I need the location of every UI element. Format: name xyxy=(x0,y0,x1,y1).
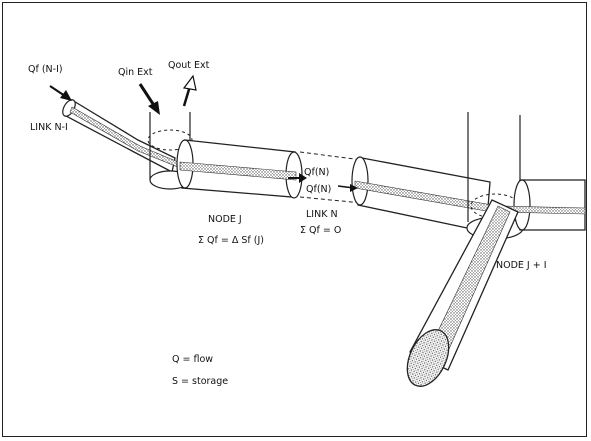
qf-n-minus-1-arrow xyxy=(49,85,72,101)
label-qf-n-left: Qf(N) xyxy=(306,184,331,195)
legend-storage: S = storage xyxy=(172,376,228,387)
label-link-n: LINK N xyxy=(306,209,338,220)
label-qin-ext: Qin Ext xyxy=(118,67,153,78)
link-n-pipe xyxy=(176,139,363,204)
label-link-n-equation: Σ Qf = O xyxy=(300,225,341,236)
downstream-right-pipe xyxy=(499,179,586,231)
legend-flow: Q = flow xyxy=(172,354,213,365)
qout-ext-arrow xyxy=(182,74,197,107)
downstream-diagonal-pipe xyxy=(406,199,519,387)
label-node-j-equation: Σ Qf = Δ Sf (J) xyxy=(198,235,264,246)
qf-n-in-arrow xyxy=(337,184,358,192)
label-qout-ext: Qout Ext xyxy=(168,60,210,71)
label-link-n-minus-1: LINK N-I xyxy=(30,122,68,133)
qin-ext-arrow xyxy=(138,83,160,115)
link-n-continuation-pipe xyxy=(351,156,493,233)
label-qf-n-minus-1: Qf (N-I) xyxy=(28,64,63,75)
label-node-j-plus-1: NODE J + I xyxy=(496,260,547,271)
label-node-j: NODE J xyxy=(208,214,242,225)
qf-n-out-arrow xyxy=(288,173,307,183)
label-qf-n-right: Qf(N) xyxy=(304,167,329,178)
link-n-minus-1-pipe xyxy=(62,99,179,173)
